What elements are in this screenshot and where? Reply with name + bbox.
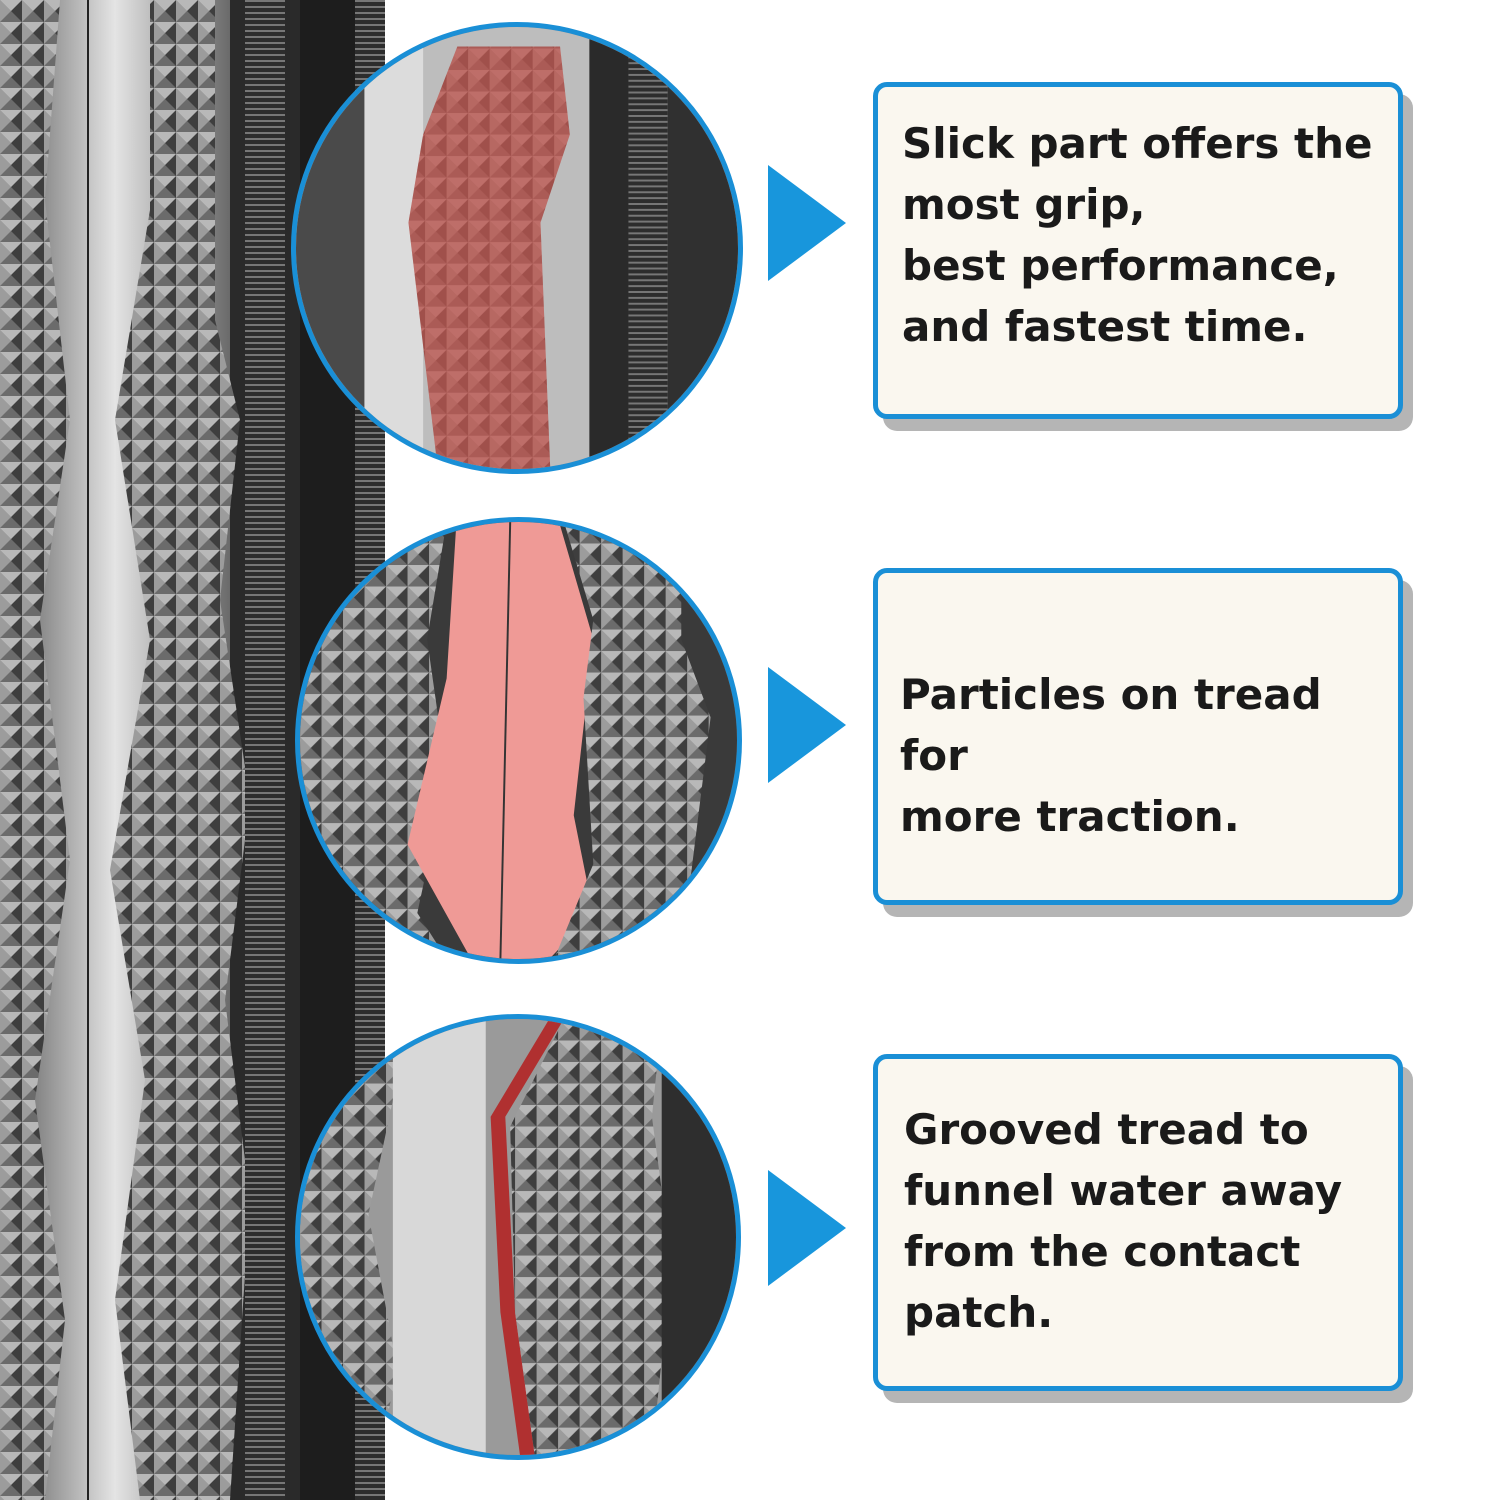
zoom-circle-particles [295, 517, 742, 964]
feature-text: Slick part offers the most grip, best pe… [902, 119, 1373, 351]
particles-highlight [407, 522, 594, 959]
feature-callout-groove: Grooved tread to funnel water away from … [873, 1054, 1403, 1391]
feature-callout-particles: Particles on tread for more traction. [873, 568, 1403, 905]
arrow-right-icon [768, 667, 846, 783]
zoom-circle-groove [295, 1014, 741, 1460]
arrow-right-icon [768, 165, 846, 281]
arrow-right-icon [768, 1170, 846, 1286]
feature-text: Grooved tread to funnel water away from … [904, 1105, 1343, 1337]
groove-highlight [490, 1019, 564, 1455]
zoom-circle-slick-part [291, 22, 743, 474]
feature-text: Particles on tread for more traction. [900, 670, 1322, 841]
feature-callout-slick: Slick part offers the most grip, best pe… [873, 82, 1403, 419]
